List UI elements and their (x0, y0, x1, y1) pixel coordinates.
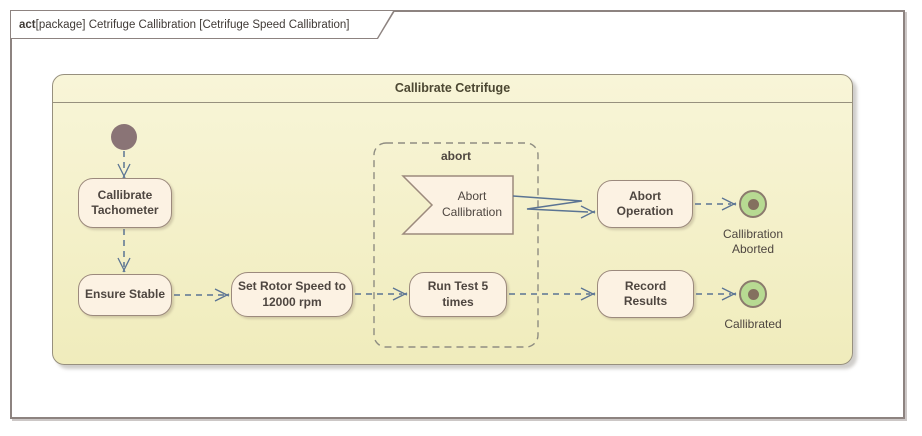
frame-tab: act[package] Cetrifuge Callibration [Cet… (11, 11, 395, 39)
frame-keyword: act (19, 19, 36, 31)
action-set-rotor-speed[interactable]: Set Rotor Speed to 12000 rpm (231, 272, 353, 317)
initial-node[interactable] (111, 124, 137, 150)
final-node-callibrated[interactable] (739, 280, 767, 308)
action-run-test[interactable]: Run Test 5 times (409, 272, 507, 317)
final-aborted-label: Callibration Aborted (722, 227, 784, 256)
interruptible-region-label: abort (441, 149, 471, 163)
final-node-aborted[interactable] (739, 190, 767, 218)
action-record-results[interactable]: Record Results (597, 270, 694, 318)
final-callibrated-label: Callibrated (724, 317, 782, 331)
frame-title: [package] Cetrifuge Callibration [Cetrif… (35, 19, 350, 31)
final-node-dot-icon (747, 288, 759, 300)
frame-tab-label: act[package] Cetrifuge Callibration [Cet… (19, 11, 350, 39)
frame-tab-fill (11, 11, 394, 38)
final-node-dot-icon (747, 198, 759, 210)
accept-event-label: Abort Callibration (441, 189, 503, 219)
action-abort-operation[interactable]: Abort Operation (597, 180, 693, 228)
action-ensure-stable[interactable]: Ensure Stable (78, 274, 172, 316)
action-callibrate-tachometer[interactable]: Callibrate Tachometer (78, 178, 172, 228)
activity-title: Callibrate Cetrifuge (53, 75, 852, 103)
diagram-border (10, 10, 905, 419)
